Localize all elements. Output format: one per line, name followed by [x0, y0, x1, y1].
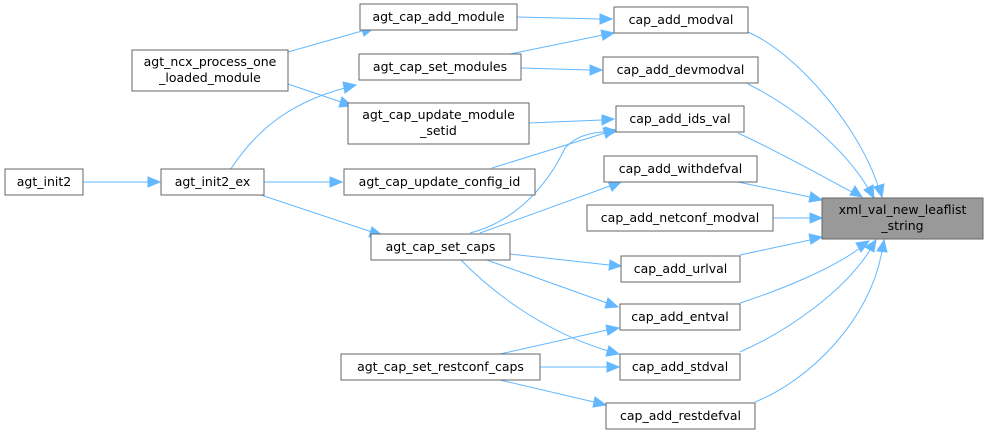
edge-set-modules-to-devmodval [520, 64, 604, 76]
node-agt-init2[interactable]: agt_init2 [4, 168, 84, 196]
node-label-line2: _loaded_module [158, 70, 261, 85]
node-agt-cap-set-restconf-caps[interactable]: agt_cap_set_restconf_caps [340, 353, 541, 381]
node-agt-cap-set-caps[interactable]: agt_cap_set_caps [370, 233, 511, 261]
edge-restconf-to-stdval [540, 361, 621, 373]
edge-init2-to-init2-ex [83, 176, 162, 188]
node-label: agt_cap_add_module [372, 9, 504, 24]
node-xml-val-new-leaflist-string[interactable]: xml_val_new_leaflist _string [821, 197, 984, 240]
node-label: cap_add_stdval [632, 359, 728, 374]
edge-ids-val-to-root [737, 132, 864, 198]
node-label: agt_cap_set_restconf_caps [357, 359, 524, 374]
edge-set-caps-to-ids-val [469, 126, 619, 234]
node-agt-cap-set-modules[interactable]: agt_cap_set_modules [358, 53, 522, 81]
node-agt-cap-update-config-id[interactable]: agt_cap_update_config_id [343, 168, 536, 196]
edge-restconf-to-restdefval [499, 379, 608, 408]
node-label: cap_add_withdefval [619, 161, 743, 176]
node-agt-cap-add-module[interactable]: agt_cap_add_module [359, 3, 518, 31]
node-label: cap_add_restdefval [620, 408, 741, 423]
node-agt-init2-ex[interactable]: agt_init2_ex [160, 168, 265, 196]
node-cap-add-modval[interactable]: cap_add_modval [613, 6, 749, 34]
node-cap-add-entval[interactable]: cap_add_entval [619, 303, 741, 331]
edge-init2-ex-to-set-caps [257, 193, 385, 238]
node-agt-cap-update-module-setid[interactable]: agt_cap_update_module _setid [347, 102, 530, 145]
edge-set-modules-to-modval [509, 29, 616, 55]
node-label: cap_add_urlval [634, 261, 728, 276]
edge-urlval-to-root [739, 233, 824, 256]
node-label: cap_add_ids_val [629, 111, 730, 126]
node-cap-add-restdefval[interactable]: cap_add_restdefval [605, 402, 756, 430]
edge-netconf-modval-to-root [773, 212, 824, 224]
node-label-line1: agt_ncx_process_one [144, 54, 277, 69]
edge-stdval-to-root [739, 238, 877, 353]
node-cap-add-stdval[interactable]: cap_add_stdval [619, 353, 741, 381]
node-cap-add-ids-val[interactable]: cap_add_ids_val [615, 105, 745, 133]
node-label: agt_init2_ex [175, 174, 251, 189]
node-label: agt_cap_set_caps [386, 239, 496, 254]
edge-devmodval-to-root [747, 83, 875, 200]
node-label: cap_add_netconf_modval [601, 210, 759, 225]
node-cap-add-urlval[interactable]: cap_add_urlval [620, 255, 741, 283]
node-label: agt_init2 [17, 174, 71, 189]
node-cap-add-netconf-modval[interactable]: cap_add_netconf_modval [586, 204, 774, 232]
edge-update-setid-to-ids-val [528, 114, 616, 126]
edge-init2-ex-to-ncx-process [229, 81, 358, 171]
node-agt-ncx-process-one-loaded-module[interactable]: agt_ncx_process_one _loaded_module [131, 49, 289, 92]
node-cap-add-withdefval[interactable]: cap_add_withdefval [603, 155, 758, 183]
node-label: agt_cap_update_config_id [359, 174, 521, 189]
edge-add-module-to-modval [516, 13, 614, 25]
node-label: cap_add_modval [629, 12, 734, 27]
edge-set-caps-to-entval [483, 258, 620, 309]
edge-set-caps-to-urlval [509, 253, 623, 271]
edge-modval-to-root [747, 31, 885, 199]
node-label: cap_add_entval [631, 309, 729, 324]
edge-restconf-to-entval [499, 324, 621, 355]
node-label-line1: xml_val_new_leaflist [839, 202, 967, 217]
edge-init2-ex-to-update-config-id [264, 176, 344, 188]
node-label: cap_add_devmodval [617, 62, 745, 77]
node-label-line1: agt_cap_update_module [362, 107, 515, 122]
edge-withdefval-to-root [737, 181, 824, 203]
node-label-line2: _string [880, 218, 923, 233]
node-label-line2: _setid [419, 123, 457, 138]
edge-entval-to-root [739, 240, 871, 304]
edge-restdefval-to-root [754, 238, 888, 403]
node-cap-add-devmodval[interactable]: cap_add_devmodval [602, 56, 759, 84]
node-label: agt_cap_set_modules [373, 59, 507, 74]
edge-set-caps-to-stdval [459, 258, 621, 357]
